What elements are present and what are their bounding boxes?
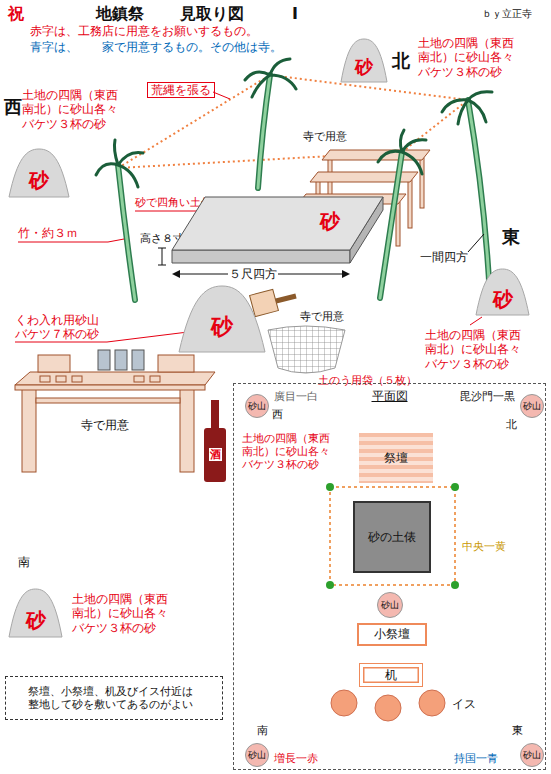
- node-text: 砂山: [523, 750, 541, 761]
- sand-mound-circle: 砂山: [520, 394, 544, 418]
- text-label: 持国一青: [454, 752, 498, 765]
- text-label: 廣目一白: [274, 390, 318, 403]
- node-text: 机: [385, 668, 397, 682]
- bamboo: [96, 59, 492, 300]
- text-label: 土地の四隅（東西南北）に砂山各々バケツ３杯の砂: [242, 432, 334, 472]
- sand-mound-circle: 砂山: [377, 592, 403, 618]
- sand-pile: 砂: [8, 148, 70, 198]
- sand-pile: 砂: [475, 268, 530, 316]
- sand-pile: 砂: [8, 588, 63, 638]
- text-label: 地鎮祭: [96, 4, 144, 23]
- text-label: 一間四方: [420, 250, 468, 264]
- text-label: 北: [506, 418, 517, 431]
- node-text: 砂: [26, 608, 46, 632]
- small-altar-box: 小祭壇: [357, 623, 427, 646]
- text-label: 東: [512, 724, 523, 737]
- text-label: 中央一黄: [462, 540, 506, 553]
- node-text: 砂の土俵: [368, 530, 416, 544]
- text-label: 青字は、 家で用意するもの。その他は寺。: [30, 40, 282, 54]
- sand-pile: 砂: [178, 285, 266, 353]
- text-label: 毘沙門一黒: [460, 390, 515, 403]
- text-label: 寺で用意: [303, 130, 347, 143]
- plan-panel: 平面図砂山砂山祭壇砂の土俵砂山小祭壇机砂山砂山: [233, 383, 546, 770]
- sake-bottle: [204, 400, 226, 482]
- text-label: 土地の四隅（東西南北）に砂山各々バケツ３杯の砂: [418, 36, 522, 79]
- text-label: 土地の四隅（東西南北）に砂山各々バケツ３杯の砂: [72, 592, 176, 635]
- text-label: 南: [257, 724, 268, 737]
- note-box: 祭壇、小祭壇、机及びイス付近は整地して砂を敷いてあるのがよい: [5, 676, 223, 720]
- text-label: 土地の四隅（東西南北）に砂山各々バケツ３杯の砂: [425, 328, 529, 371]
- sand-mound-circle: 砂山: [245, 743, 269, 767]
- node-text: 砂: [493, 287, 513, 311]
- text-label: 見取り図: [180, 4, 244, 23]
- node-text: 砂山: [523, 401, 541, 412]
- text-label: ５尺四方: [228, 267, 278, 281]
- text-label: 竹・約３ｍ: [18, 226, 78, 240]
- node-text: 砂山: [248, 750, 266, 761]
- text-label: 土地の四隅（東西南北）に砂山各々バケツ３杯の砂: [22, 88, 122, 131]
- text-label: 南: [18, 555, 30, 569]
- sand-mound-circle: 砂山: [520, 743, 544, 767]
- sand-pile: 砂: [340, 38, 388, 83]
- text-label: 赤字は、工務店に用意をお願いするもの。: [30, 24, 258, 38]
- altar-box: 祭壇: [359, 433, 433, 483]
- node-text: 砂: [320, 209, 340, 233]
- text-label: 土のう用袋（５枚）: [318, 374, 417, 387]
- desk-box: 机: [359, 663, 423, 687]
- node-text: 砂: [29, 168, 49, 192]
- node-text: 小祭壇: [374, 627, 410, 641]
- sand-platform: 砂: [170, 195, 385, 267]
- text-label: 祝: [8, 4, 24, 23]
- text-label: 酒: [209, 448, 222, 461]
- text-label: 増長一赤: [274, 752, 318, 765]
- sandbag-net: [268, 326, 345, 373]
- text-label: 東: [502, 226, 520, 248]
- text-label: 西: [4, 96, 22, 118]
- text-label: 寺で用意: [300, 310, 344, 323]
- node-text: 砂: [355, 56, 373, 78]
- text-label: 寺で用意: [80, 418, 130, 432]
- hoe: [250, 289, 296, 316]
- text-label: 西: [272, 408, 283, 421]
- node-text: 砂山: [248, 401, 266, 412]
- text-label: 北: [392, 50, 410, 72]
- text-label: イス: [452, 697, 476, 711]
- text-label: ｂｙ立正寺: [482, 8, 532, 20]
- text-label: くわ入れ用砂山 バケツ７杯の砂: [15, 313, 107, 342]
- plan-area: [326, 483, 459, 721]
- node-text: 祭壇、小祭壇、机及びイス付近は整地して砂を敷いてあるのがよい: [28, 685, 200, 711]
- cups: [98, 350, 144, 370]
- text-label: 荒縄を張る: [147, 82, 215, 98]
- rope: [118, 75, 468, 168]
- node-text: 祭壇: [384, 451, 408, 465]
- node-text: 砂: [211, 314, 233, 340]
- text-label: I: [292, 4, 298, 23]
- sand-mound-circle: 砂山: [245, 394, 269, 418]
- panel-title: 平面図: [372, 389, 408, 403]
- platform-shape: [170, 195, 385, 267]
- sand-ring-box: 砂の土俵: [353, 501, 431, 573]
- offering-table: [15, 355, 215, 472]
- node-text: 砂山: [381, 600, 399, 611]
